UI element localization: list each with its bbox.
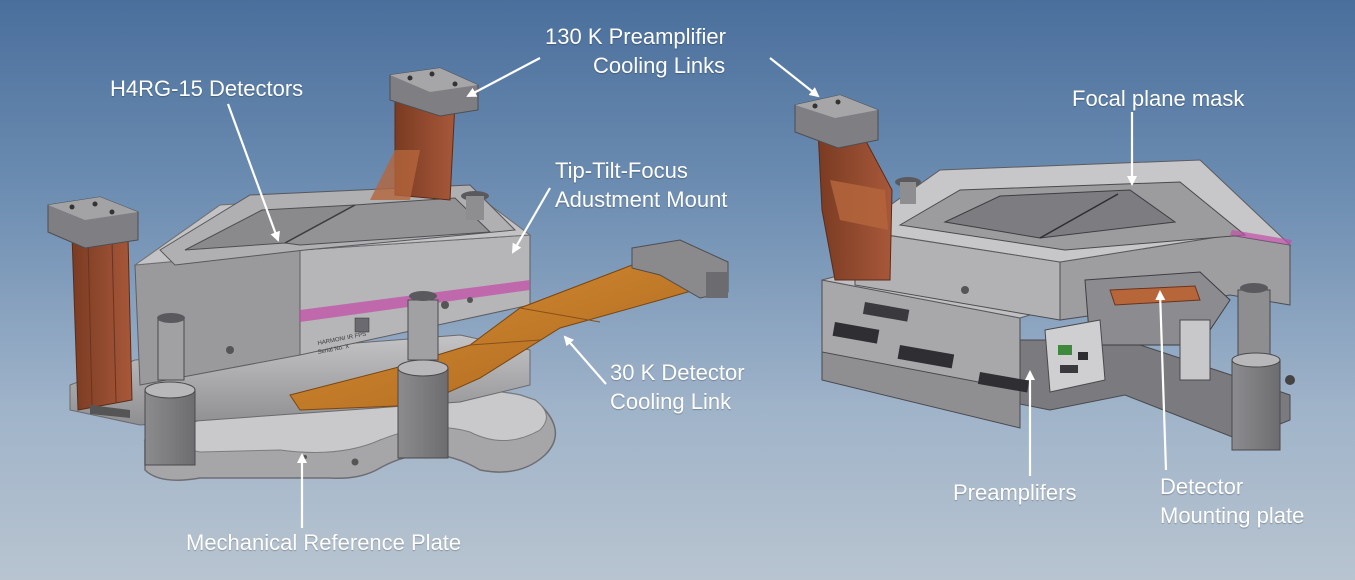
label-preamp-cooling-links: 130 K Preamplifier Cooling Links	[545, 22, 726, 80]
arrow-tip-tilt	[511, 187, 551, 254]
label-preamp-cooling-line1: 130 K Preamplifier	[545, 24, 726, 49]
preamp-connector-4	[862, 302, 910, 322]
label-detector-cooling-line1: 30 K Detector	[610, 360, 745, 385]
preamp-connector-3	[977, 372, 1030, 393]
label-preamplifiers: Preamplifers	[953, 480, 1077, 505]
label-detector-mounting-plate: Detector Mounting plate	[1160, 472, 1304, 530]
label-detector-cooling-line2: Cooling Link	[610, 389, 732, 414]
engraving-line-2: Serial No. X	[317, 344, 350, 356]
adjustment-post-rear	[461, 191, 489, 220]
left-preamp-copper-link	[71, 234, 133, 411]
right-rear-post	[895, 177, 921, 204]
arrow-h4rg	[226, 103, 280, 242]
label-preamp-cooling-line2: Cooling Links	[593, 53, 726, 78]
label-tip-tilt-focus: Tip-Tilt-Focus Adustment Mount	[555, 156, 727, 214]
label-detector-cooling-link: 30 K Detector Cooling Link	[610, 358, 745, 416]
preamplifier-boards	[1044, 319, 1106, 393]
adjustment-post-center	[397, 291, 449, 459]
annotation-arrows	[226, 57, 1168, 528]
label-h4rg-detectors: H4RG-15 Detectors	[110, 76, 304, 101]
label-tip-tilt-line2: Adustment Mount	[555, 187, 728, 212]
label-mechanical-reference-plate: Mechanical Reference Plate	[186, 530, 462, 555]
arrow-preamp-cooling-right	[769, 57, 820, 98]
preamp-connector-1	[832, 322, 880, 344]
label-focal-plane-mask: Focal plane mask	[1072, 86, 1245, 111]
label-detector-mounting-line2: Mounting plate	[1160, 503, 1305, 528]
qr-code	[354, 317, 370, 333]
label-tip-tilt-line1: Tip-Tilt-Focus	[555, 158, 688, 183]
arrow-detector-mounting	[1155, 290, 1168, 471]
right-assembly	[794, 94, 1295, 451]
left-assembly: HARMONI IR FPS Serial No. X	[47, 67, 729, 481]
preamp-connector-2	[897, 345, 955, 369]
label-detector-mounting-line1: Detector	[1160, 474, 1244, 499]
adjustment-post-left	[144, 313, 196, 466]
right-adjustment-post	[1231, 283, 1281, 451]
arrow-detector-cooling	[563, 335, 607, 385]
arrow-preamp-cooling-left	[466, 57, 541, 97]
